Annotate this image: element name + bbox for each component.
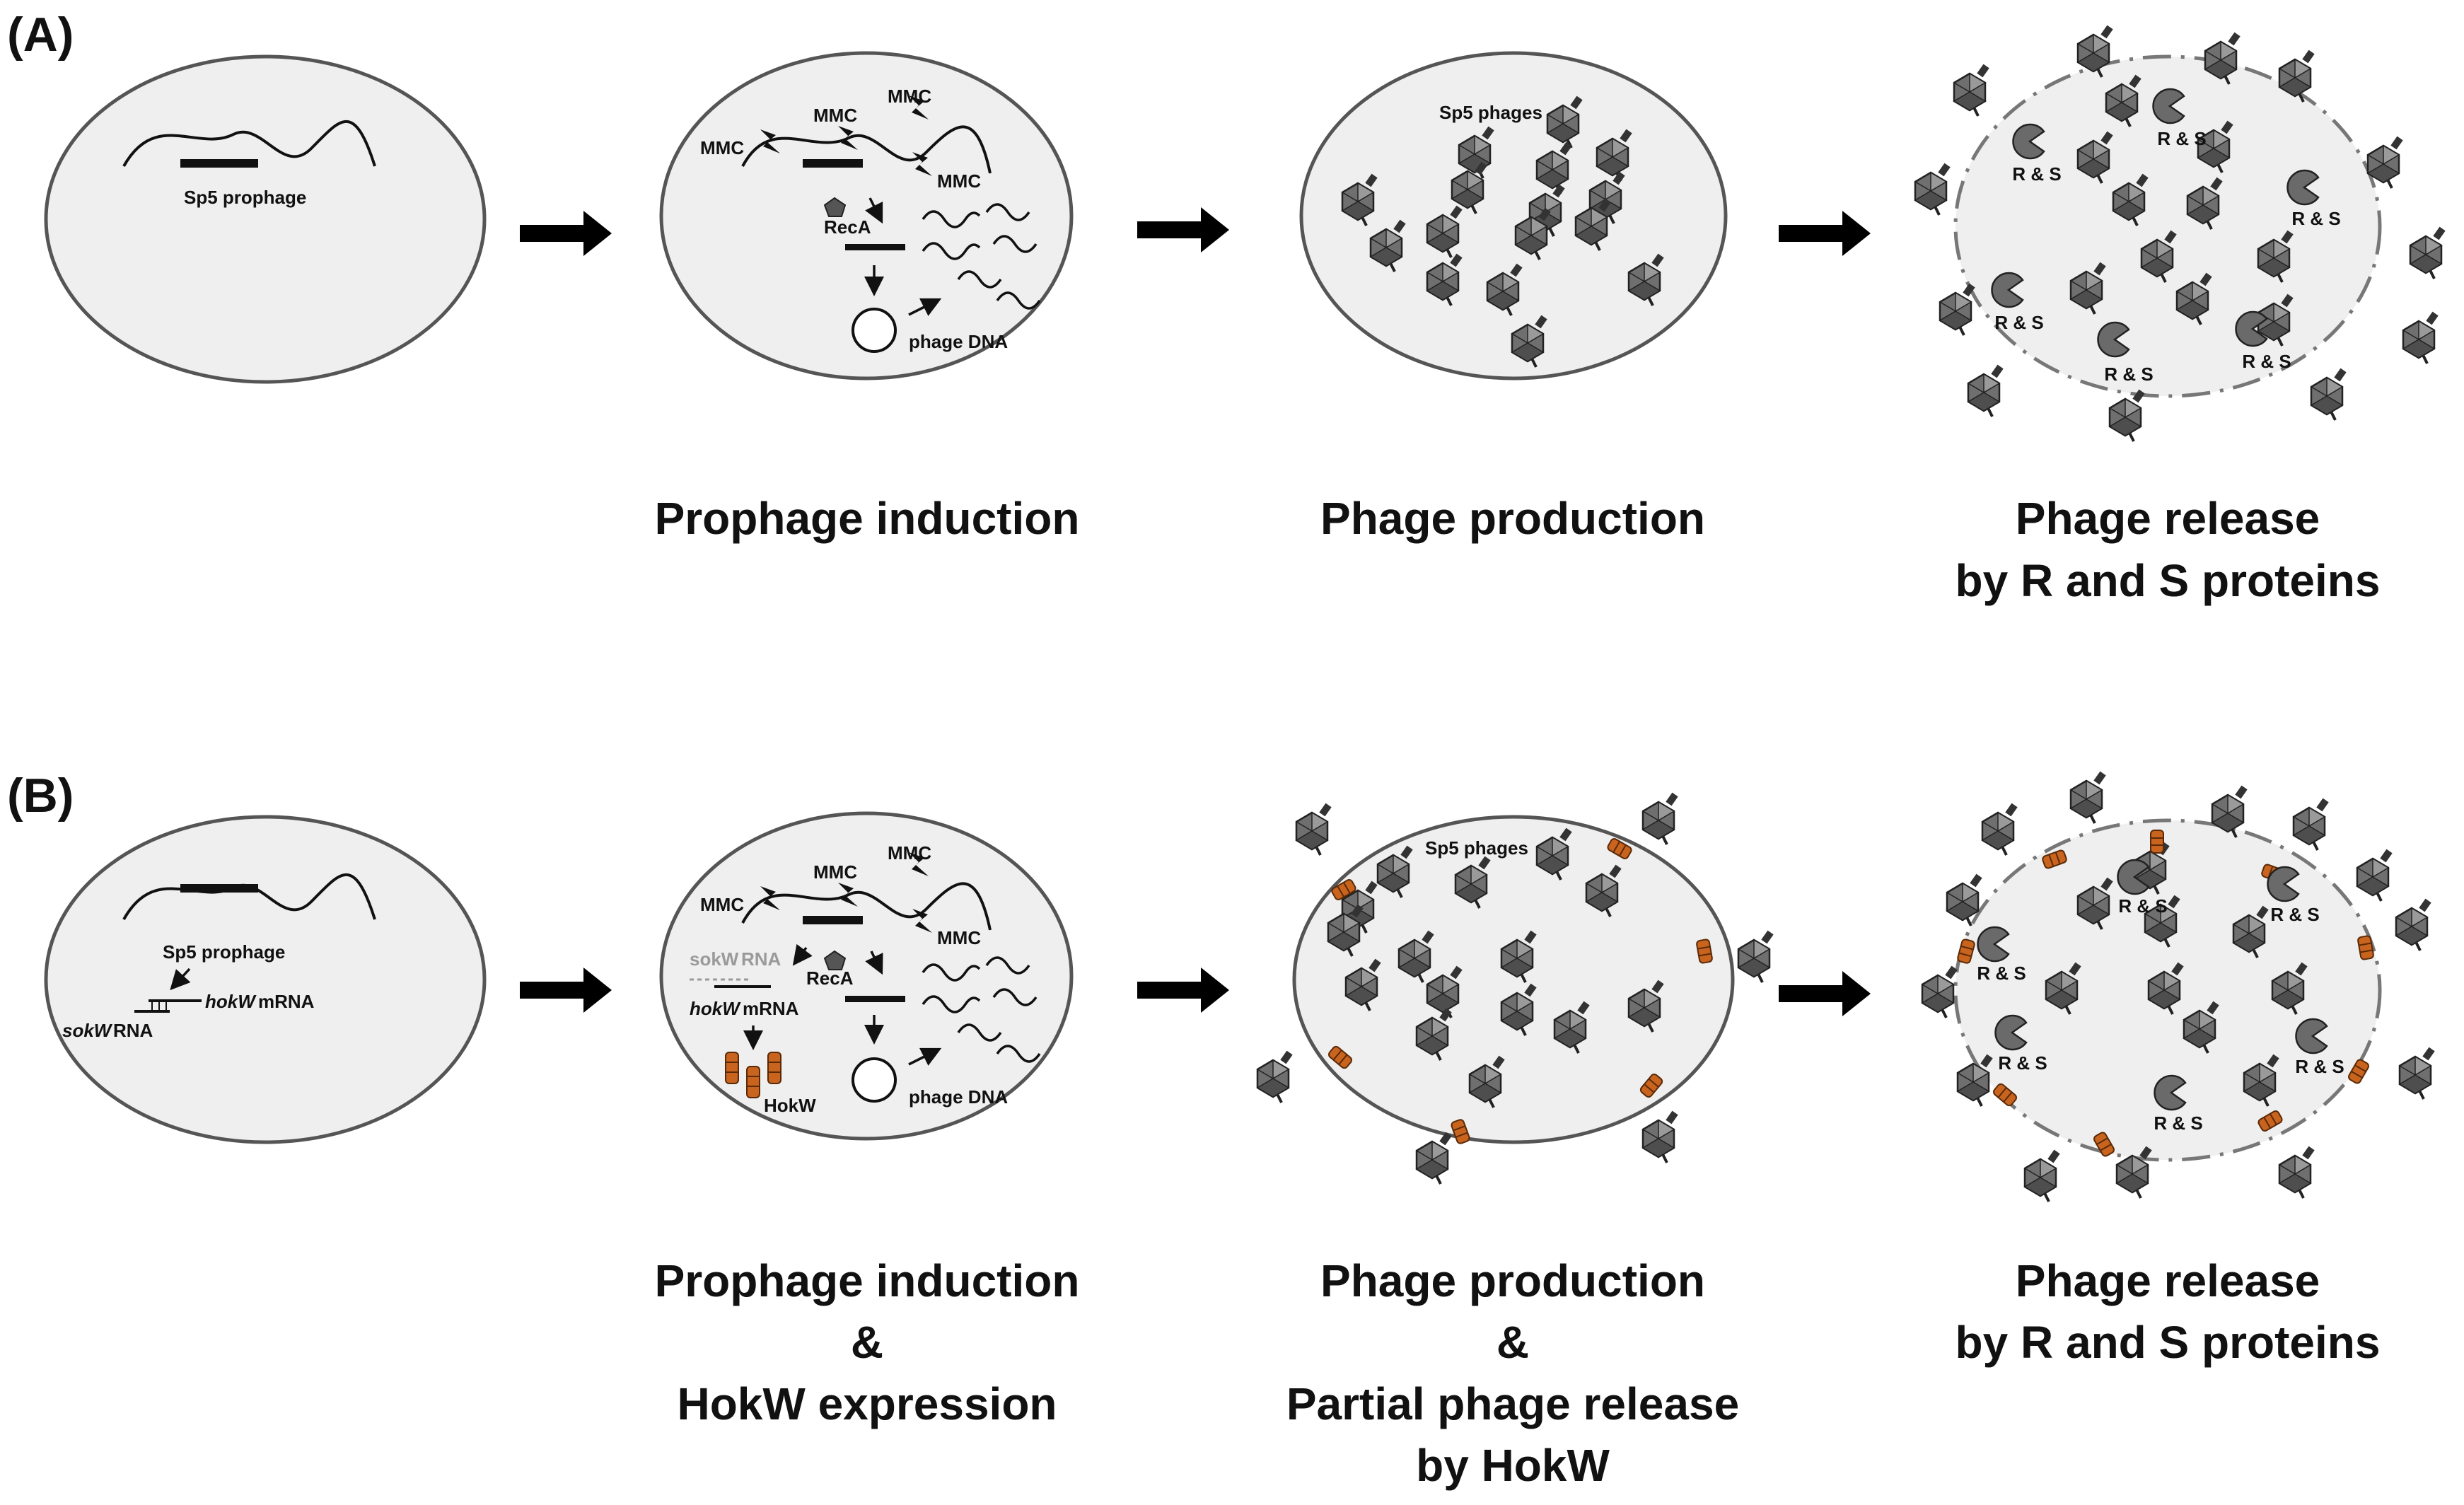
rs-label: R & S (2012, 163, 2061, 185)
mmc-label: MMC (888, 86, 931, 107)
prophage-label: Sp5 prophage (163, 941, 285, 963)
rna-label: RNA (113, 1020, 153, 1041)
phage-dna-label: phage DNA (909, 331, 1008, 352)
sokw-rna-label: sokW (62, 1020, 113, 1041)
caption-b3-line1: Phage release (2016, 1255, 2320, 1306)
panel-a-label: (A) (7, 8, 74, 62)
cell-a1: Sp5 prophage (44, 54, 487, 384)
caption-b1-line1: Prophage induction (655, 1255, 1080, 1306)
hokw-mrna-label: hokW (690, 998, 741, 1019)
sp5-phages-label: Sp5 phages (1425, 837, 1528, 859)
cell-b4: R & S R & S R & S R & S R & S R & S (1921, 769, 2436, 1203)
captions-a: Prophage induction Phage production Phag… (655, 493, 2381, 606)
rs-label: R & S (1977, 963, 2026, 984)
caption-a1: Prophage induction (655, 493, 1080, 544)
mrna-label: mRNA (258, 991, 315, 1012)
mmc-label: MMC (888, 842, 931, 864)
mmc-label: MMC (700, 137, 744, 158)
cell-b1: Sp5 prophage hokW mRNA sokW RNA (44, 815, 487, 1144)
mmc-label: MMC (937, 170, 981, 192)
cell-a3: Sp5 phages (1299, 51, 1728, 380)
rs-label: R & S (2242, 351, 2291, 372)
rs-label: R & S (2154, 1112, 2202, 1134)
phage-dna-label: phage DNA (909, 1086, 1008, 1108)
rs-label: R & S (2291, 208, 2340, 229)
mrna-label: mRNA (743, 998, 799, 1019)
rna-gray-label: RNA (741, 948, 781, 970)
caption-b1-line2: & (851, 1317, 883, 1368)
arrow-b1 (520, 968, 612, 1013)
mmc-label: MMC (813, 861, 857, 883)
mmc-label: MMC (937, 927, 981, 948)
sokw-rna-gray-label: sokW (690, 948, 739, 970)
rs-label: R & S (2118, 895, 2167, 917)
caption-a3-line2: by R and S proteins (1955, 555, 2381, 606)
hokw-protein-label: HokW (764, 1095, 816, 1116)
mmc-label: MMC (813, 105, 857, 126)
caption-b2-line2: & (1497, 1317, 1529, 1368)
cell-a2: MMC MMC MMC MMC RecA phage DNA (659, 51, 1074, 380)
caption-b3-line2: by R and S proteins (1955, 1317, 2381, 1368)
arrow-a3 (1779, 211, 1871, 256)
caption-a2: Phage production (1320, 493, 1705, 544)
arrow-a1 (520, 211, 612, 256)
hokw-mrna-label: hokW (205, 991, 257, 1012)
caption-a3-line1: Phage release (2016, 493, 2320, 544)
caption-b2-line3: Partial phage release (1286, 1378, 1739, 1429)
prophage-label: Sp5 prophage (184, 187, 306, 208)
panel-b-label: (B) (7, 769, 74, 823)
reca-label: RecA (806, 968, 854, 989)
caption-b1-line3: HokW expression (677, 1378, 1057, 1429)
rs-label: R & S (1994, 312, 2043, 333)
cell-b3: Sp5 phages (1256, 791, 1775, 1185)
rs-label: R & S (2104, 364, 2153, 385)
rs-label: R & S (1998, 1052, 2047, 1074)
mmc-label: MMC (700, 894, 744, 915)
arrow-b2 (1137, 968, 1229, 1013)
rs-label: R & S (2157, 128, 2206, 149)
reca-label: RecA (824, 216, 871, 238)
rs-label: R & S (2270, 904, 2319, 925)
caption-b2-line4: by HokW (1416, 1440, 1610, 1491)
captions-b: Prophage induction & HokW expression Pha… (655, 1255, 2381, 1491)
arrow-b3 (1779, 971, 1871, 1016)
caption-b2-line1: Phage production (1320, 1255, 1705, 1306)
rs-label: R & S (2295, 1056, 2344, 1077)
cell-a4: R & S R & S R & S R & S R & S R & S (1914, 23, 2447, 443)
sp5-phages-label: Sp5 phages (1439, 102, 1542, 123)
cell-b2: MMC MMC MMC MMC sokW RNA RecA hokW mRNA … (659, 811, 1074, 1141)
arrow-a2 (1137, 207, 1229, 252)
